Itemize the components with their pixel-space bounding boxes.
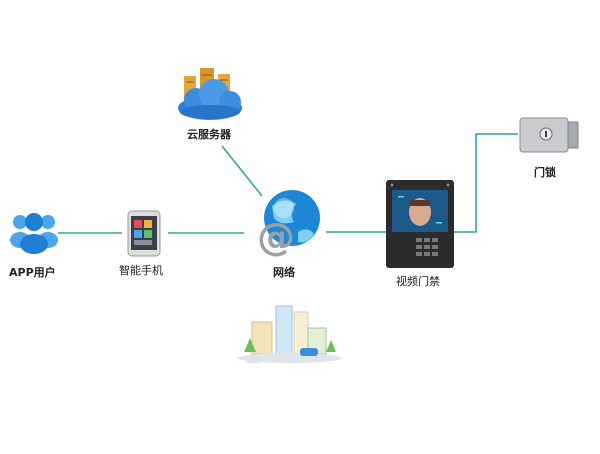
smartphone-icon: [127, 210, 161, 257]
electric-lock-icon: [519, 117, 579, 153]
line-cloud-network: [221, 145, 263, 197]
cloud-server-icon: [178, 68, 242, 120]
cloud-server-label: 云服务器: [187, 128, 231, 141]
user-group-icon: [10, 213, 58, 254]
connection-lines: [58, 133, 518, 234]
smartphone-label: 智能手机: [119, 264, 163, 277]
network-at-symbol: @: [257, 215, 295, 259]
network-label: 网络: [273, 266, 295, 279]
video-access-label: 视频门禁: [396, 275, 440, 288]
city-buildings-icon: [238, 305, 342, 363]
video-intercom-icon: [386, 180, 454, 268]
door-lock-label: 门锁: [534, 166, 556, 179]
line-access-lock: [454, 133, 518, 233]
globe-at-icon: @: [257, 190, 320, 259]
app-user-label: APP用户: [9, 266, 56, 279]
